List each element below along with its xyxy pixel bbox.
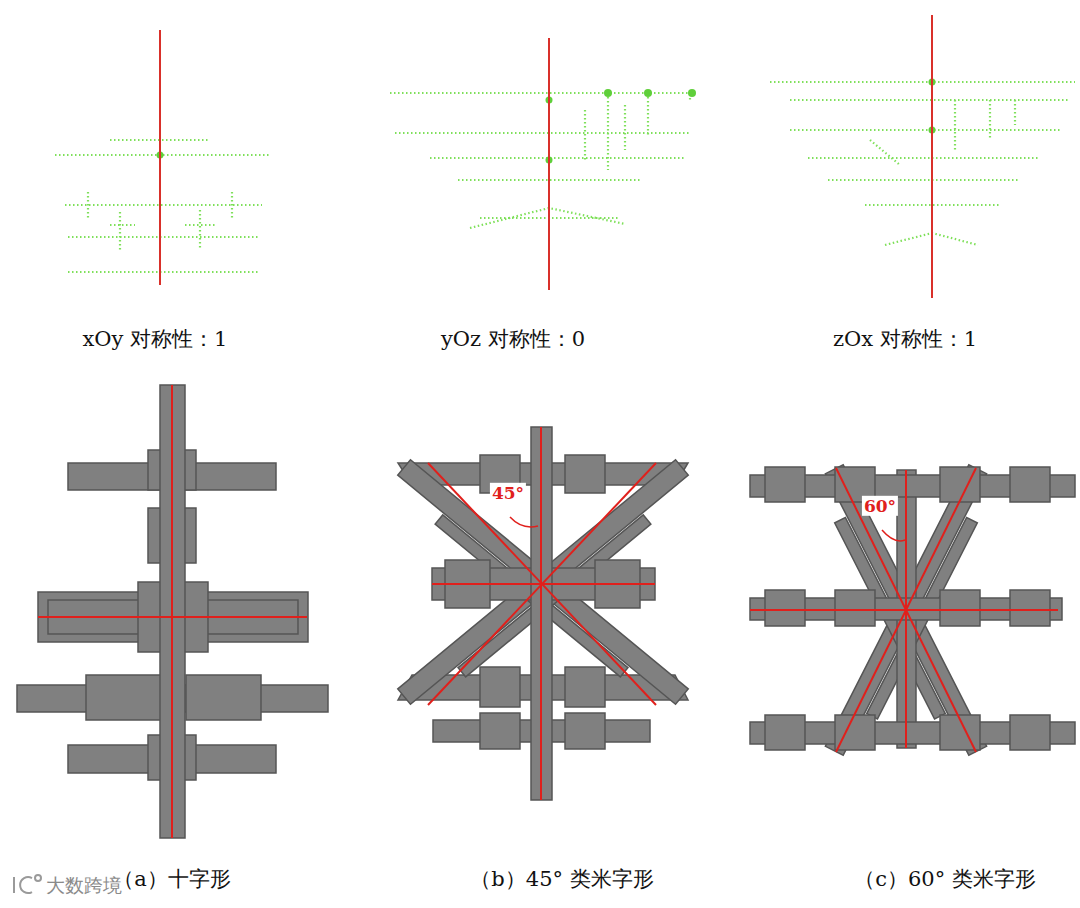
star-structure bbox=[398, 427, 689, 800]
watermark-logo bbox=[14, 875, 41, 893]
symmetry-axis bbox=[750, 609, 1058, 611]
point-node bbox=[688, 89, 696, 97]
point-cloud bbox=[55, 140, 270, 272]
cross-structure bbox=[17, 385, 328, 838]
symmetry-axis bbox=[428, 463, 656, 705]
angle-arc bbox=[882, 530, 905, 541]
panel-caption: yOz 对称性：0 bbox=[441, 327, 585, 352]
joint-block bbox=[1010, 467, 1050, 502]
point-node bbox=[546, 89, 697, 164]
subfigure-caption: （c）60° 类米字形 bbox=[854, 867, 1036, 892]
point-node bbox=[644, 89, 652, 97]
joint-block bbox=[86, 675, 161, 720]
column-bar bbox=[531, 427, 552, 800]
point-branch bbox=[870, 100, 1015, 165]
panel-caption: zOx 对称性：1 bbox=[833, 327, 977, 352]
symmetry-axis bbox=[836, 468, 976, 752]
joint-block bbox=[186, 675, 261, 720]
joint-block bbox=[940, 590, 980, 626]
joint-block bbox=[1010, 590, 1050, 626]
joint-block bbox=[480, 713, 520, 749]
point-row bbox=[770, 81, 1075, 83]
point-row bbox=[828, 179, 1020, 181]
symmetry-axis bbox=[548, 38, 550, 290]
subfigure-caption: （a）十字形 bbox=[113, 867, 231, 892]
joint-block bbox=[835, 590, 875, 626]
point-branch bbox=[585, 90, 690, 170]
point-row bbox=[395, 132, 690, 134]
joint-block bbox=[765, 715, 805, 750]
joint-block bbox=[835, 715, 875, 750]
symmetry-axis bbox=[428, 427, 656, 800]
joint-block bbox=[480, 667, 520, 707]
joint-block bbox=[565, 713, 605, 749]
symmetry-axis bbox=[836, 468, 976, 752]
symmetry-axis bbox=[750, 468, 1058, 752]
symmetry-axis bbox=[428, 463, 656, 705]
point-row bbox=[68, 271, 258, 273]
symmetry-axis bbox=[159, 30, 161, 285]
symmetry-axis bbox=[931, 15, 933, 298]
watermark: 大数跨境 bbox=[46, 874, 122, 897]
joint-block bbox=[765, 467, 805, 502]
symmetry-axis bbox=[38, 616, 307, 618]
watermark-logo bbox=[35, 875, 41, 881]
point-row bbox=[790, 99, 1070, 101]
panel-caption: xOy 对称性：1 bbox=[83, 327, 228, 352]
point-row bbox=[808, 157, 1040, 159]
point-row bbox=[68, 236, 258, 238]
angle-label: 60° bbox=[862, 496, 898, 516]
joint-block bbox=[565, 667, 605, 707]
subfigure-caption: （b）45° 类米字形 bbox=[470, 867, 653, 892]
point-cloud bbox=[770, 82, 1075, 245]
symmetry-axis bbox=[540, 427, 542, 800]
angle-label: 45° bbox=[490, 483, 526, 503]
symmetry-axis bbox=[171, 385, 173, 838]
point-row bbox=[430, 157, 685, 159]
star-structure bbox=[750, 465, 1075, 756]
joint-block bbox=[1010, 715, 1050, 750]
point-node bbox=[604, 89, 612, 97]
point-cloud bbox=[390, 90, 695, 228]
point-branch bbox=[470, 208, 625, 228]
symmetry-axis bbox=[38, 385, 307, 838]
joint-block bbox=[765, 590, 805, 626]
watermark-logo bbox=[20, 877, 32, 893]
angle-arc bbox=[510, 517, 538, 527]
point-row bbox=[790, 129, 1060, 131]
watermark-logo bbox=[13, 877, 15, 893]
column-bar bbox=[160, 385, 185, 838]
joint-block bbox=[565, 455, 605, 493]
